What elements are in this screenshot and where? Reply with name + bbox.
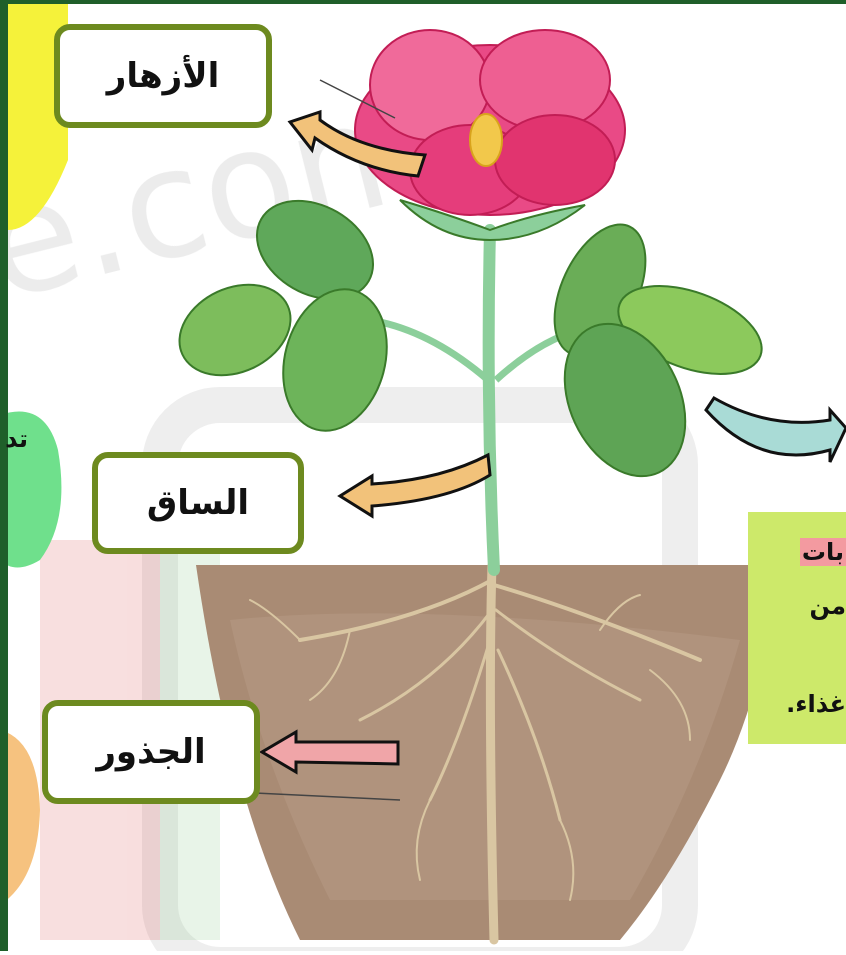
label-flowers: الأزهار [54, 24, 272, 128]
right-panel-text-line3: غذاء. [786, 690, 846, 718]
arrow-from-leaves [706, 398, 846, 462]
left-edge-partial-text: تد [0, 425, 28, 453]
frame-left-border [0, 0, 8, 951]
right-panel-text-line2: من [810, 592, 846, 620]
label-stem: الساق [92, 452, 304, 554]
rose-flower [355, 30, 625, 215]
frame-top-border [0, 0, 846, 4]
arrow-to-stem [340, 455, 490, 516]
label-roots: الجذور [42, 700, 260, 804]
right-panel-highlight-text: بات [800, 538, 846, 566]
right-info-panel: بات من غذاء. [748, 512, 846, 744]
stem [489, 230, 494, 570]
